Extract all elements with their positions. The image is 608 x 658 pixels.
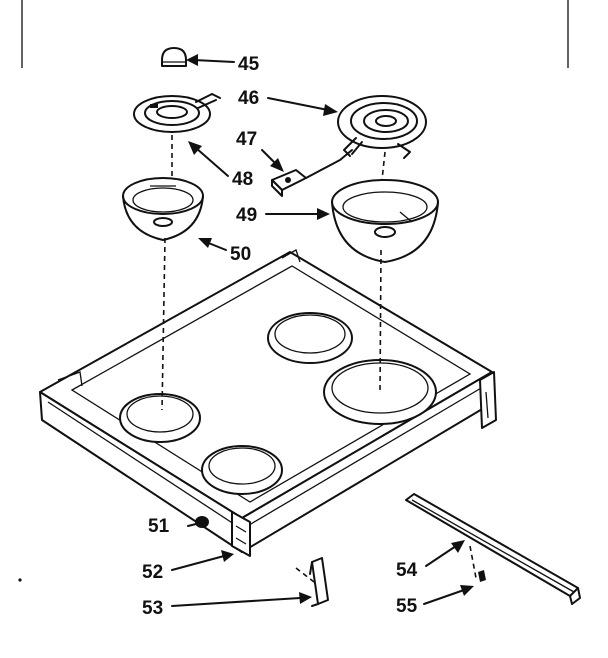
label-53: 53 xyxy=(142,598,163,619)
trim-strip xyxy=(405,493,581,605)
hinge-clip xyxy=(309,557,329,607)
small-drip-bowl xyxy=(122,177,204,241)
burner-opening-front-right xyxy=(201,445,283,495)
burner-opening-rear-right xyxy=(323,359,437,425)
alignment-line-strip-clip xyxy=(469,545,477,579)
leader-lines xyxy=(171,54,474,607)
terminal-block xyxy=(271,149,353,197)
large-drip-bowl xyxy=(331,179,439,263)
cooktop-main-top xyxy=(39,249,497,557)
burner-opening-rear-left xyxy=(267,312,353,364)
stray-mark xyxy=(18,578,22,582)
screw xyxy=(187,516,209,528)
large-burner-element xyxy=(337,95,427,159)
small-burner-element xyxy=(133,93,221,133)
label-54: 54 xyxy=(396,560,418,581)
alignment-line-clip xyxy=(295,567,315,583)
label-52: 52 xyxy=(142,562,163,583)
knob xyxy=(161,47,187,67)
label-55: 55 xyxy=(396,596,418,617)
alignment-line-right-lower xyxy=(379,249,382,393)
alignment-line-right-upper xyxy=(381,151,386,181)
label-46: 46 xyxy=(238,88,259,109)
label-51: 51 xyxy=(148,516,170,537)
label-49: 49 xyxy=(236,205,257,226)
alignment-line-left-lower xyxy=(161,237,166,411)
label-48: 48 xyxy=(232,169,253,190)
label-50: 50 xyxy=(230,244,251,265)
label-47: 47 xyxy=(236,129,257,150)
clip xyxy=(478,570,486,582)
burner-opening-front-left xyxy=(119,393,201,443)
label-45: 45 xyxy=(238,54,260,75)
